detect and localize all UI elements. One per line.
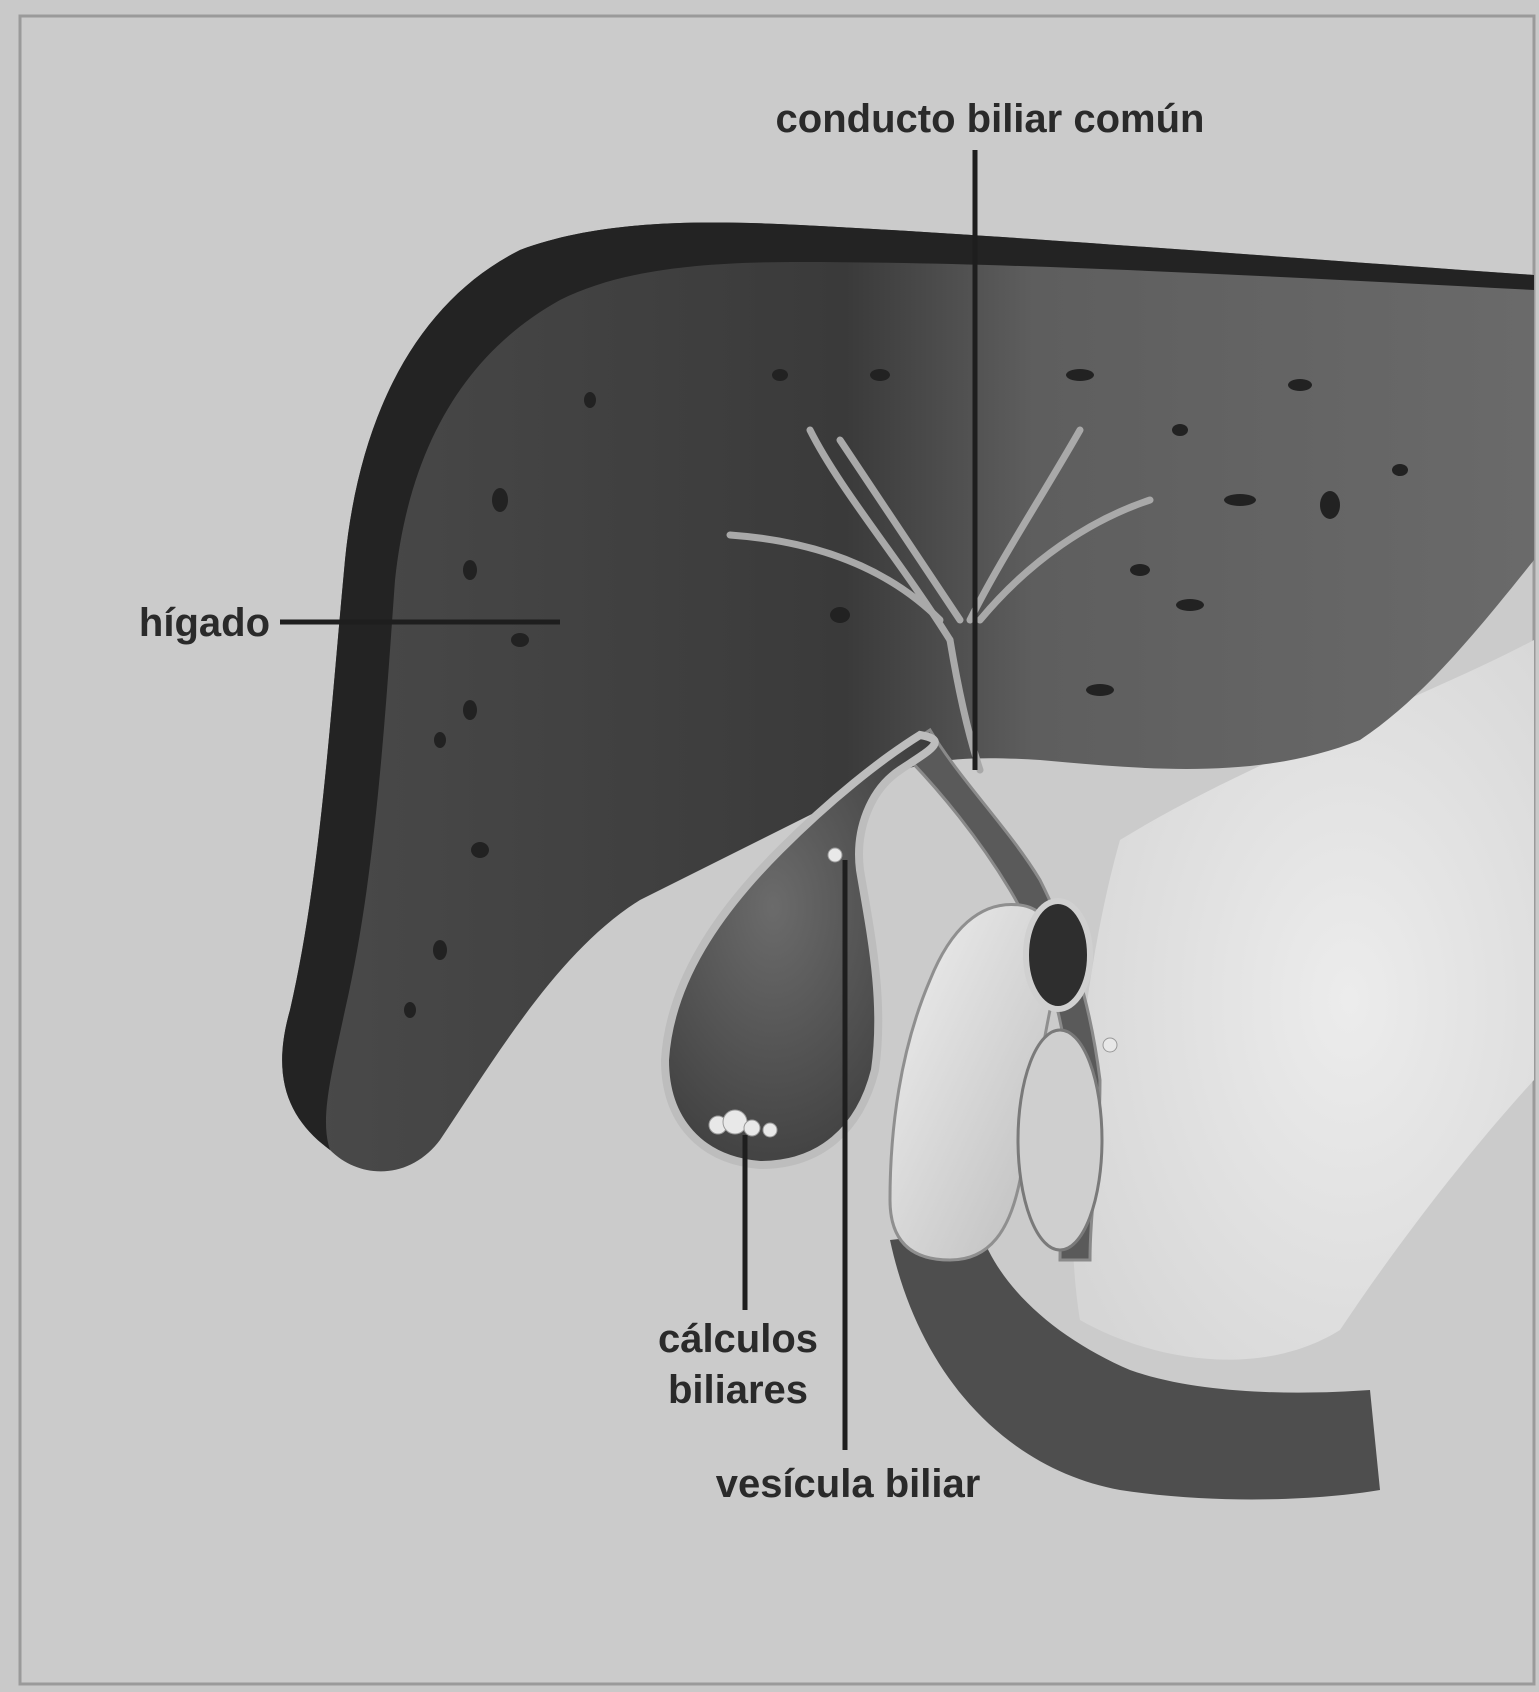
label-liver: hígado	[139, 601, 270, 645]
label-gallstones-1: cálculos	[658, 1317, 818, 1361]
duodenum-opening	[1026, 901, 1090, 1009]
label-gallbladder: vesícula biliar	[716, 1462, 981, 1506]
label-common-bile-duct: conducto biliar común	[776, 97, 1205, 141]
pancreatic-head	[1018, 1030, 1102, 1250]
label-gallstones-2: biliares	[668, 1368, 808, 1412]
